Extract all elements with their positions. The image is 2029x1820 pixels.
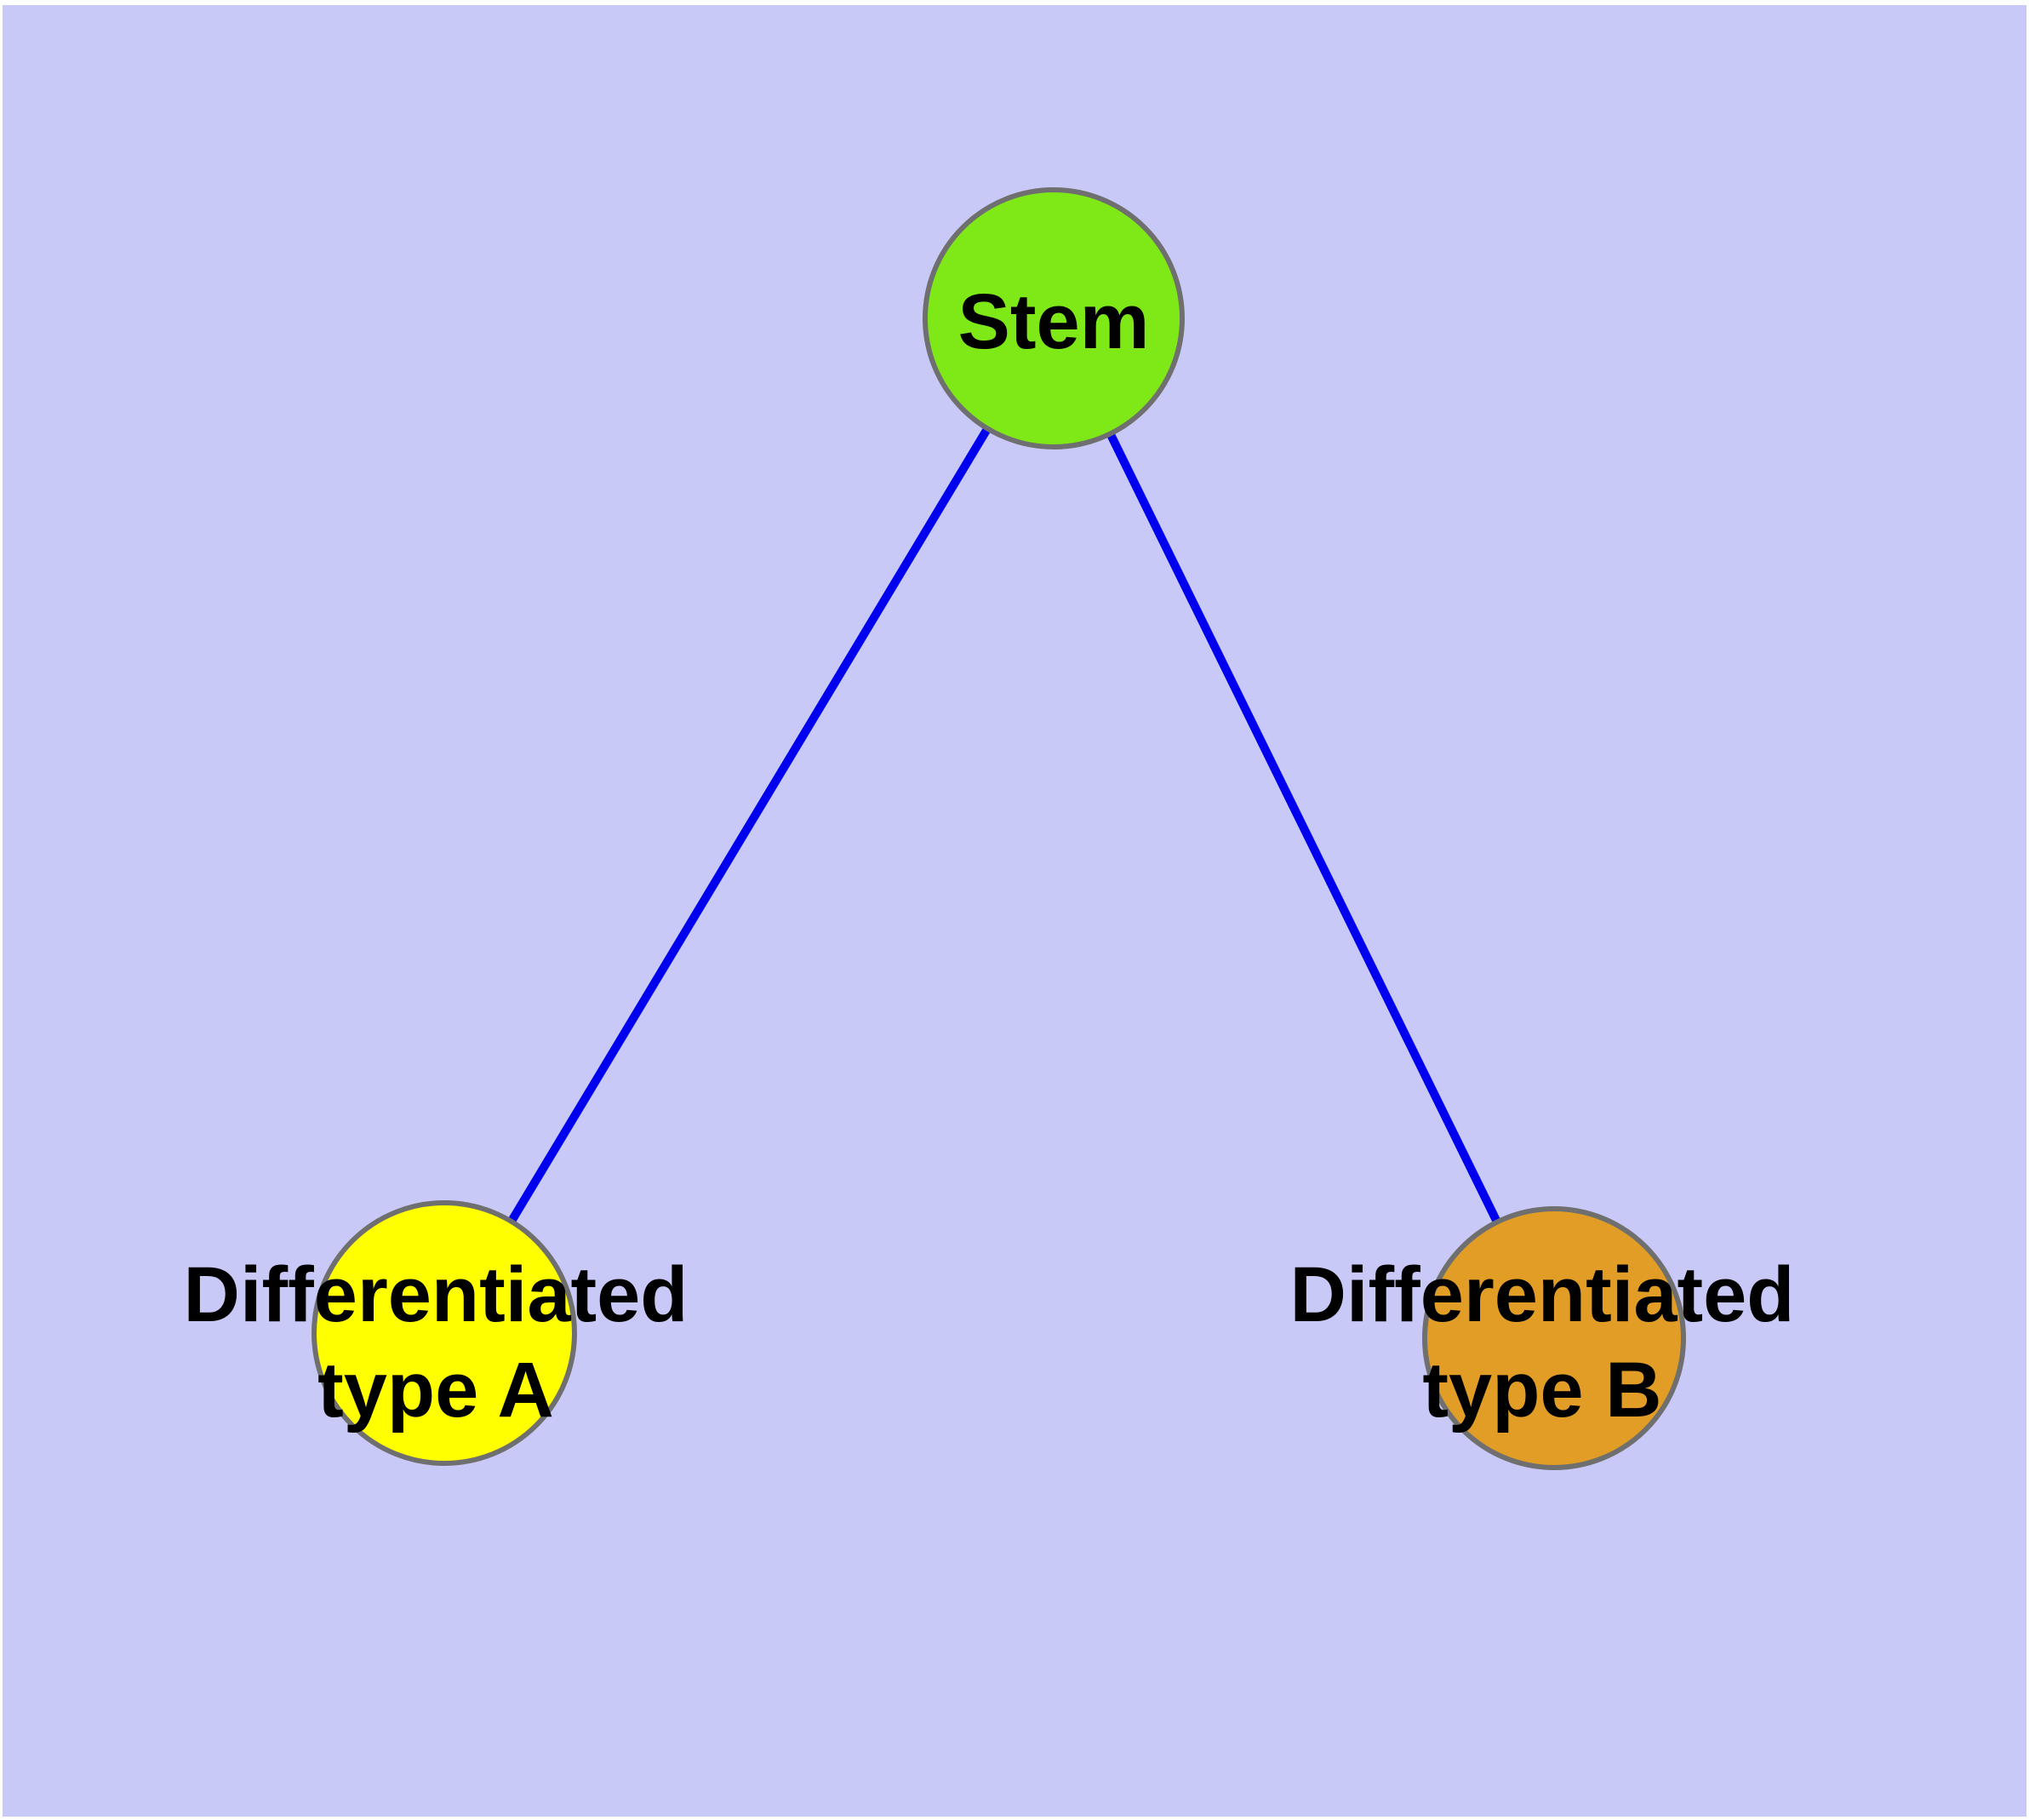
edge-stem-to-type-b — [1049, 316, 1558, 1341]
node-type-b-circle — [1422, 1206, 1686, 1470]
node-type-a-circle — [311, 1200, 577, 1466]
node-type-a-label-line1: Differentiated — [184, 1251, 689, 1338]
node-stem-label: Stem — [958, 278, 1150, 365]
node-type-a-label-line2: type A — [317, 1347, 554, 1434]
edge-stem-to-type-a — [440, 316, 1058, 1336]
node-type-b-label-line1: Differentiated — [1290, 1251, 1795, 1338]
node-type-b-label-line2: type B — [1422, 1347, 1661, 1434]
node-stem-circle — [923, 187, 1185, 449]
